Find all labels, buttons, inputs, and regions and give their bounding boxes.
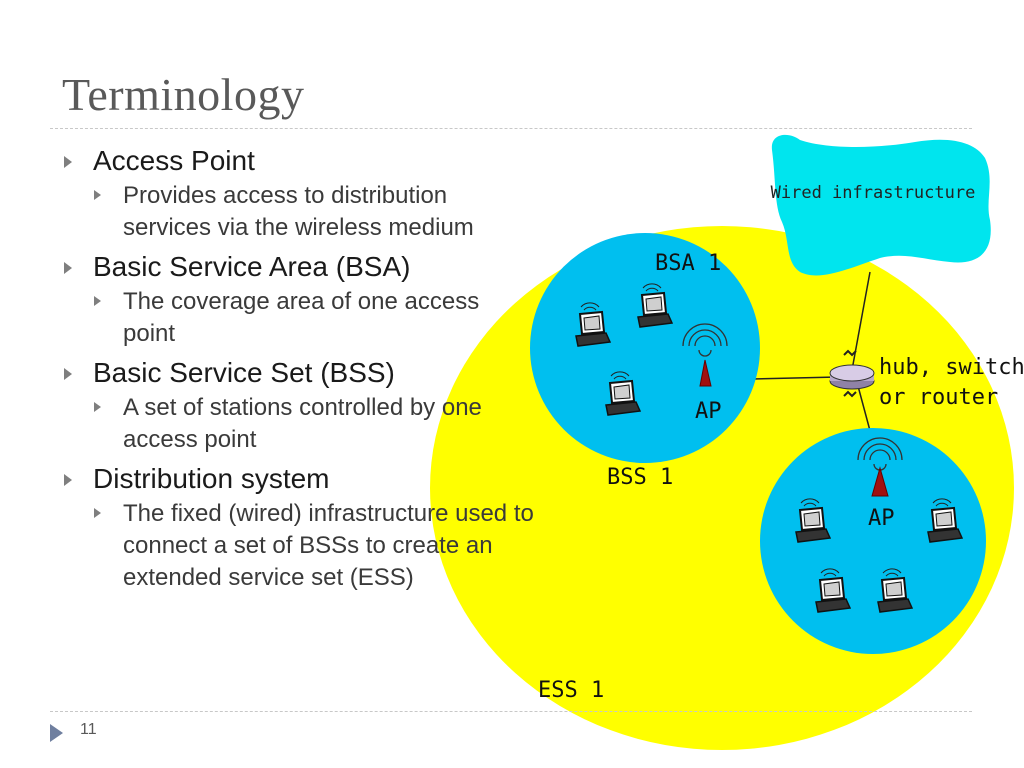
wired-infrastructure-label: Wired infrastructure <box>771 183 976 203</box>
bullet-bss: Basic Service Set (BSS) <box>56 356 536 390</box>
ess-label: ESS 1 <box>538 678 604 703</box>
bullet-list: Access Point Provides access to distribu… <box>56 138 536 594</box>
hub-to-cloud-line <box>851 271 871 371</box>
footer-divider <box>50 711 972 712</box>
bss1-circle <box>530 233 760 463</box>
footer-arrow-icon <box>50 724 63 742</box>
bullet-arrow-icon <box>94 190 101 200</box>
bullet-arrow-icon <box>94 508 101 518</box>
ap1-label: AP <box>695 399 722 424</box>
bullet-access-point: Access Point <box>56 144 536 178</box>
bullet-arrow-icon <box>64 156 72 168</box>
bullet-bsa: Basic Service Area (BSA) <box>56 250 536 284</box>
bullet-arrow-icon <box>64 262 72 274</box>
bullet-arrow-icon <box>64 474 72 486</box>
sub-bullet: A set of stations controlled by one acce… <box>56 392 536 456</box>
bsa-label: BSA 1 <box>655 251 721 276</box>
bss2-circle <box>760 428 986 654</box>
hub-label-line1: hub, switch <box>879 355 1024 380</box>
bss-label: BSS 1 <box>607 465 673 490</box>
ap2-tower <box>871 466 889 497</box>
bullet-arrow-icon <box>94 402 101 412</box>
hub-label-line2: or router <box>879 385 998 410</box>
title-divider <box>50 128 972 129</box>
ap1-tower <box>699 359 712 387</box>
sub-bullet: The coverage area of one access point <box>56 286 536 350</box>
bullet-distribution-system: Distribution system <box>56 462 536 496</box>
slide-title: Terminology <box>62 69 305 120</box>
bullet-arrow-icon <box>64 368 72 380</box>
ap2-label: AP <box>868 506 895 531</box>
wired-infrastructure-cloud <box>771 134 991 276</box>
hub-icon <box>829 364 875 382</box>
sub-bullet: The fixed (wired) infrastructure used to… <box>56 498 536 594</box>
page-number: 11 <box>80 721 97 738</box>
sub-bullet: Provides access to distribution services… <box>56 180 536 244</box>
bullet-arrow-icon <box>94 296 101 306</box>
